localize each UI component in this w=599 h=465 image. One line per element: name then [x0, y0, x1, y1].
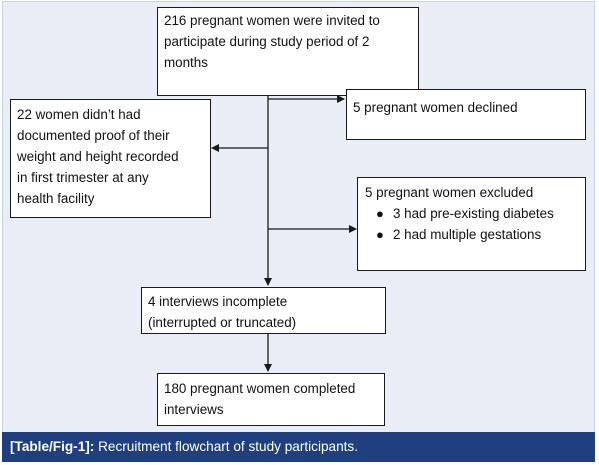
completed-line-2: interviews: [164, 402, 224, 417]
caption-label: [Table/Fig-1]:: [10, 439, 95, 454]
no-proof-line-2: documented proof of their: [17, 128, 170, 143]
incomplete-line-2: (interrupted or truncated): [148, 315, 297, 330]
excluded-reason-item: ● 3 had pre-existing diabetes: [365, 203, 579, 224]
excluded-heading: 5 pregnant women excluded: [365, 185, 534, 200]
excluded-reasons-list: ● 3 had pre-existing diabetes ● 2 had mu…: [365, 203, 579, 245]
no-proof-line-3: weight and height recorded: [17, 149, 179, 164]
no-proof-line-5: health facility: [17, 191, 95, 206]
bullet-icon: ●: [376, 227, 384, 242]
no-proof-line-1: 22 women didn’t had: [17, 107, 141, 122]
invited-box: 216 pregnant women were invited to parti…: [157, 7, 419, 96]
invited-line-3: months: [164, 55, 208, 70]
bullet-icon: ●: [376, 206, 384, 221]
caption-text: Recruitment flowchart of study participa…: [94, 439, 359, 454]
excluded-reason-item: ● 2 had multiple gestations: [365, 224, 579, 245]
invited-line-2: participate during study period of 2: [164, 34, 370, 49]
declined-box: 5 pregnant women declined: [346, 89, 586, 140]
incomplete-line-1: 4 interviews incomplete: [148, 294, 288, 309]
incomplete-box: 4 interviews incomplete (interrupted or …: [141, 287, 386, 334]
completed-box: 180 pregnant women completed interviews: [157, 373, 385, 426]
excluded-reason-text: 3 had pre-existing diabetes: [393, 206, 554, 221]
invited-line-1: 216 pregnant women were invited to: [164, 13, 380, 28]
no-proof-box: 22 women didn’t had documented proof of …: [10, 99, 211, 218]
excluded-box: 5 pregnant women excluded ● 3 had pre-ex…: [357, 177, 586, 271]
excluded-reason-text: 2 had multiple gestations: [393, 227, 542, 242]
completed-line-1: 180 pregnant women completed: [164, 381, 356, 396]
declined-line-1: 5 pregnant women declined: [353, 100, 518, 115]
no-proof-line-4: in first trimester at any: [17, 170, 149, 185]
figure-caption: [Table/Fig-1]: Recruitment flowchart of …: [2, 432, 595, 462]
